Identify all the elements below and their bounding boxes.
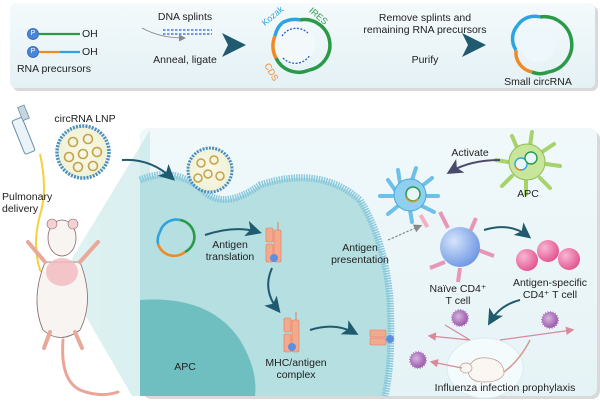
naive-t-cell-label-1: Naïve CD4⁺ (429, 283, 487, 295)
complex-label-2: complex (276, 369, 316, 381)
lnp-uptake-arrow (121, 158, 175, 181)
transport-arrow (264, 267, 281, 314)
naive-t-cell (429, 211, 495, 283)
circrna-lnp (55, 124, 111, 180)
specific-t-cell-label-2: CD4⁺ T cell (522, 289, 578, 301)
complex-label-1: MHC/antigen (265, 357, 327, 369)
mhc-molecule-2 (283, 312, 300, 353)
expansion-arrow (483, 222, 532, 239)
repel-arrow-1 (430, 324, 471, 340)
apc-nucleus-label: APC (174, 361, 196, 373)
remove-splints-label-2: remaining RNA precursors (363, 24, 487, 36)
remove-splints-label-1: Remove splints and (378, 12, 472, 24)
annealed-circrna (271, 17, 332, 75)
rna-precursors-label: RNA precursors (16, 63, 92, 75)
mouse-illustration (26, 218, 120, 397)
small-circrna (510, 14, 574, 76)
pulmonary-label-2: delivery (2, 203, 39, 215)
purify-label: Purify (411, 54, 439, 66)
lnp-fusing (186, 146, 234, 194)
small-circrna-label: Small circRNA (504, 76, 572, 88)
protection-arrow (487, 299, 521, 326)
activate-arrow (446, 158, 501, 175)
repel-arrow-3 (429, 359, 463, 369)
influenza-virus-1 (451, 309, 469, 327)
protected-mouse (446, 337, 531, 399)
translation-arrow (204, 220, 262, 237)
circrna-lnp-label: circRNA LNP (54, 113, 116, 125)
anneal-ligate-label: Anneal, ligate (153, 54, 217, 66)
hydroxyl-label-2: OH (82, 46, 98, 58)
specific-t-cell-label-1: Antigen-specific (512, 277, 588, 289)
activate-label: Activate (451, 147, 489, 159)
syringe-icon (11, 104, 51, 281)
pulmonary-label-1: Pulmonary (2, 191, 53, 203)
dna-splints-icon (141, 27, 212, 42)
dna-splints-label: DNA splints (157, 11, 213, 23)
repel-arrow-2 (499, 326, 575, 341)
outcome-label: Influenza infection prophylaxis (434, 382, 576, 394)
influenza-virus-2 (541, 311, 559, 329)
intracellular-circrna (156, 218, 196, 258)
translation-label-1: Antigen (212, 239, 248, 251)
rna-precursor-1 (27, 28, 80, 40)
rna-precursor-2 (27, 46, 80, 58)
presentation-arrow (387, 224, 423, 241)
phosphate-label-1: P (30, 30, 36, 37)
phosphate-label-2: P (30, 48, 36, 55)
surface-mhc (369, 329, 394, 346)
apc-green (494, 130, 562, 196)
apc-nucleus (140, 299, 256, 396)
zoom-beam (62, 130, 150, 396)
activated-apc (378, 166, 440, 229)
antigen-specific-t-cells (516, 240, 580, 271)
presentation-label-2: presentation (331, 254, 389, 266)
translation-label-2: translation (205, 251, 255, 263)
mhc-molecule-1 (265, 222, 282, 263)
naive-t-cell-label-2: T cell (445, 295, 471, 307)
apc-label: APC (517, 188, 539, 200)
presentation-label-1: Antigen (342, 242, 378, 254)
influenza-virus-3 (409, 351, 427, 369)
hydroxyl-label-1: OH (82, 28, 98, 40)
surface-arrow (309, 320, 359, 335)
